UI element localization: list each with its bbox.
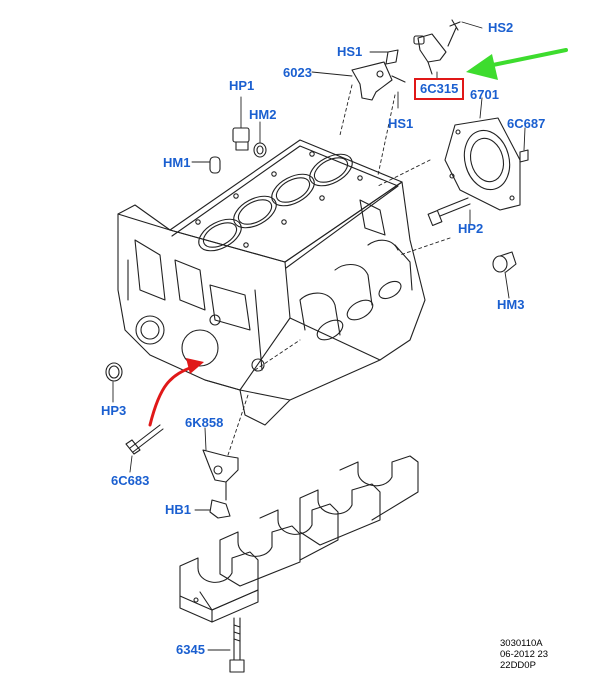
label-hm1: HM1 bbox=[163, 155, 191, 170]
label-6c315-highlighted: 6C315 bbox=[414, 78, 465, 100]
label-6k858: 6K858 bbox=[185, 415, 224, 430]
label-hs1-top: HS1 bbox=[337, 44, 363, 59]
stud-6c683 bbox=[125, 424, 164, 455]
label-hp1: HP1 bbox=[229, 78, 255, 93]
label-hm2: HM2 bbox=[249, 107, 277, 122]
label-6345: 6345 bbox=[176, 642, 205, 657]
label-hb1: HB1 bbox=[165, 502, 192, 517]
label-hs1-bottom: HS1 bbox=[388, 116, 414, 131]
bracket-6023 bbox=[351, 49, 406, 101]
rear-seal-6701 bbox=[444, 117, 521, 211]
diagram-reference-code: 3030110A 06-2012 23 22DD0P bbox=[500, 638, 548, 671]
reference-line-3: 22DD0P bbox=[500, 660, 536, 671]
green-pointer-arrow bbox=[466, 48, 568, 80]
label-6701: 6701 bbox=[470, 87, 499, 102]
sensor-6c315 bbox=[413, 19, 461, 75]
label-hs2: HS2 bbox=[488, 20, 514, 35]
bolt-6345 bbox=[229, 617, 245, 673]
cylinder-block bbox=[117, 139, 426, 426]
red-curved-arrow bbox=[148, 364, 197, 427]
label-hp2: HP2 bbox=[458, 221, 484, 236]
label-hp3: HP3 bbox=[101, 403, 127, 418]
plug-hp1 bbox=[232, 127, 267, 158]
sensor-6k858 bbox=[202, 449, 239, 519]
dowel-hm1 bbox=[209, 156, 221, 174]
plug-hp2 bbox=[427, 197, 471, 226]
plug-hp3 bbox=[105, 362, 123, 382]
label-hm3: HM3 bbox=[497, 297, 525, 312]
reference-line-2: 06-2012 23 bbox=[500, 649, 549, 660]
reference-line-1: 3030110A bbox=[500, 638, 543, 649]
label-6c683: 6C683 bbox=[111, 473, 150, 488]
main-bearing-caps bbox=[179, 455, 419, 623]
label-6c687: 6C687 bbox=[507, 116, 546, 131]
label-6023: 6023 bbox=[283, 65, 312, 80]
red-arrowhead bbox=[186, 358, 204, 374]
dowel-hm3 bbox=[492, 251, 517, 273]
